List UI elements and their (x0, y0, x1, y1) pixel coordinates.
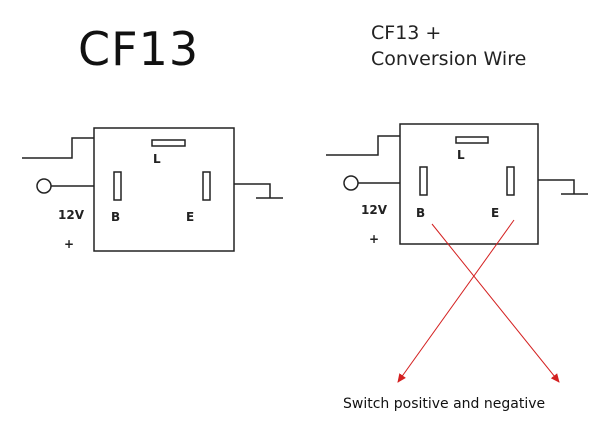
left-polarity-label: + (64, 237, 74, 251)
right-terminal-icon (343, 175, 359, 191)
left-pin-e-label: E (186, 210, 194, 224)
right-relay-body (399, 123, 539, 245)
left-pin-e (202, 171, 211, 201)
right-ground-wire (538, 179, 575, 194)
left-flasher-relay: L B E 12V + (22, 127, 283, 252)
right-title-line1: CF13 + (371, 22, 442, 44)
right-pin-b-label: B (416, 206, 425, 220)
right-voltage-label: 12V (361, 203, 388, 217)
right-pin-e (506, 166, 515, 196)
left-ground-wire (234, 183, 271, 198)
left-terminal-icon (36, 178, 52, 194)
right-pin-l-label: L (457, 148, 465, 162)
left-pin-l-label: L (153, 152, 161, 166)
right-pin-e-label: E (491, 206, 499, 220)
left-pin-b (113, 171, 122, 201)
right-pin-b (419, 166, 428, 196)
left-title: CF13 (78, 22, 200, 76)
arrow-e-to-left (397, 219, 515, 383)
right-title: CF13 + Conversion Wire (371, 20, 526, 72)
right-pin-l (455, 136, 489, 144)
left-pin-l (151, 139, 186, 147)
conversion-caption: Switch positive and negative (343, 396, 546, 412)
right-polarity-label: + (369, 232, 379, 246)
arrow-b-to-right (431, 223, 560, 383)
left-voltage-label: 12V (58, 208, 85, 222)
right-input-wire (326, 135, 400, 156)
left-input-wire (22, 137, 94, 159)
right-flasher-relay: L B E 12V + (326, 123, 588, 383)
left-relay-body (93, 127, 235, 252)
right-title-line2: Conversion Wire (371, 48, 527, 70)
left-pin-b-label: B (111, 210, 120, 224)
